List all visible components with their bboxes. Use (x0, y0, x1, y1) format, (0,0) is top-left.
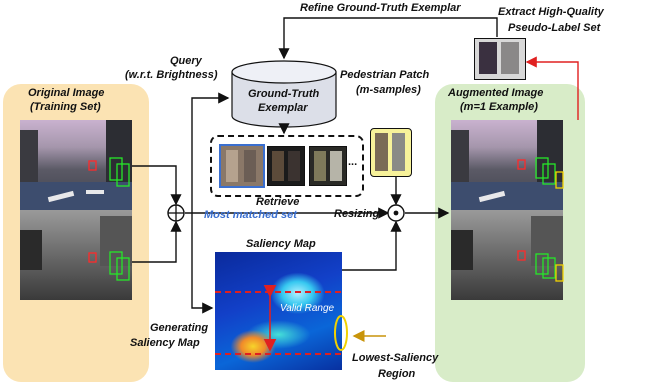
query-sublabel: (w.r.t. Brightness) (125, 69, 218, 81)
lowest-saliency-sublabel: Region (378, 368, 416, 380)
original-image-subtitle: (Training Set) (30, 101, 101, 113)
saliency-map-title: Saliency Map (246, 238, 316, 250)
pedestrian-patch-sublabel: (m-samples) (356, 84, 421, 96)
resizing-label: Resizing (334, 208, 380, 220)
extract-label-line1: Extract High-Quality (498, 6, 604, 18)
exemplar-label: Ground-Truth (248, 88, 320, 100)
most-matched-label: Most matched set (204, 209, 297, 221)
valid-range-label: Valid Range (280, 303, 335, 314)
pedestrian-patch-sample (370, 128, 412, 177)
extract-label-line2: Pseudo-Label Set (508, 22, 601, 34)
augmented-bboxes (517, 157, 564, 282)
hadamard-product-icon (387, 204, 405, 222)
augmented-image-subtitle: (m=1 Example) (460, 101, 538, 113)
exemplar-sublabel: Exemplar (258, 102, 308, 114)
saliency-map-image (215, 252, 342, 370)
retrieved-patch-group-2 (267, 146, 305, 186)
original-bboxes (88, 157, 130, 281)
original-color-photo (20, 120, 132, 210)
lowest-saliency-label: Lowest-Saliency (352, 352, 439, 364)
augmented-image-title: Augmented Image (448, 87, 544, 99)
ellipsis-label: ... (348, 156, 358, 168)
lowest-saliency-ellipse (334, 315, 348, 351)
query-label: Query (170, 55, 202, 67)
retrieve-label: Retrieve (256, 196, 300, 208)
generating-saliency-label: Generating (150, 322, 209, 334)
direct-sum-icon (167, 204, 185, 222)
pedestrian-patch-label: Pedestrian Patch (340, 69, 430, 81)
original-image-title: Original Image (28, 87, 105, 99)
generating-saliency-sublabel: Saliency Map (130, 337, 200, 349)
extract-arrow (525, 56, 579, 120)
database-cylinder-icon (231, 60, 337, 128)
retrieve-dashed-frame (210, 135, 364, 197)
retrieved-patch-group-3 (309, 146, 347, 186)
retrieved-patch-group-matched (219, 144, 265, 188)
refine-label: Refine Ground-Truth Exemplar (300, 2, 461, 14)
pseudo-label-patch (474, 38, 526, 80)
